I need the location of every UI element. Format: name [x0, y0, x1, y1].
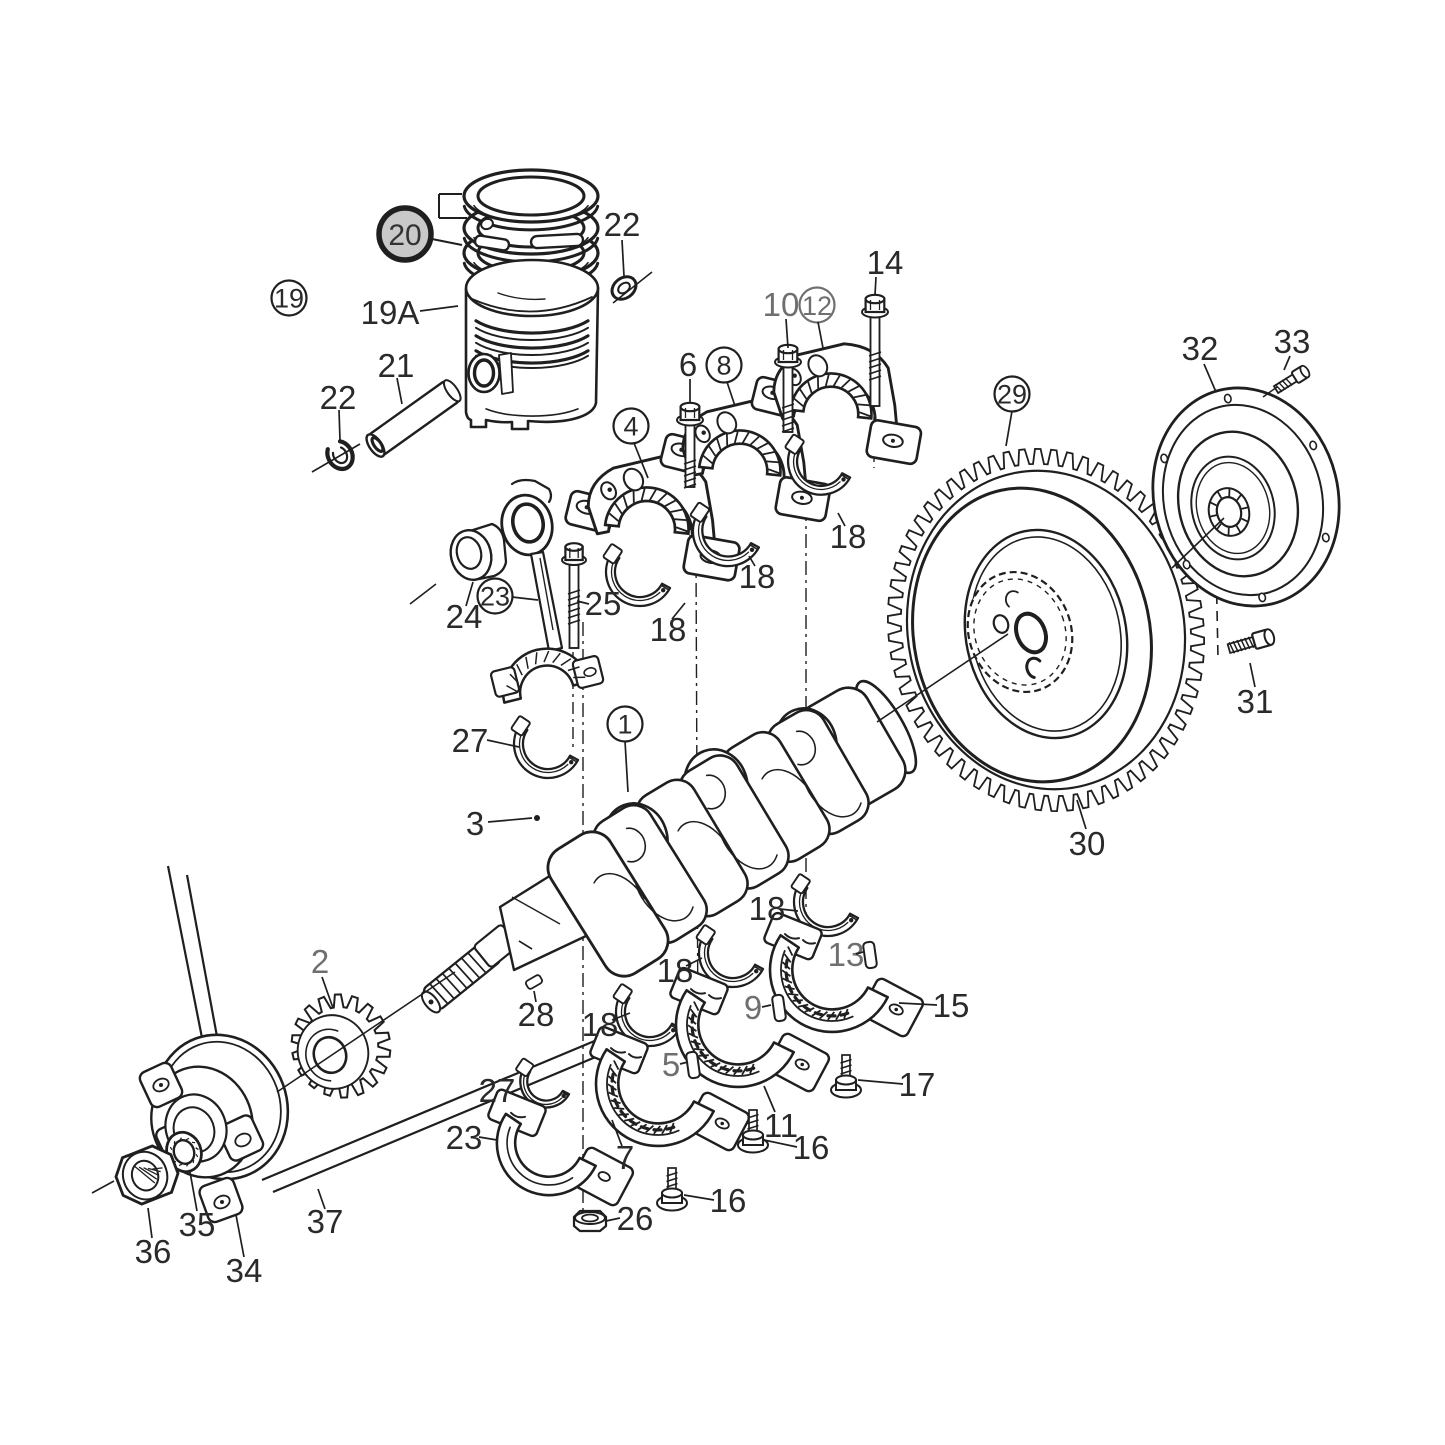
svg-text:28: 28: [518, 996, 555, 1033]
svg-text:12: 12: [802, 291, 832, 321]
svg-text:16: 16: [793, 1129, 830, 1166]
svg-text:19: 19: [274, 284, 304, 314]
svg-text:6: 6: [679, 346, 697, 383]
svg-text:23: 23: [446, 1119, 483, 1156]
svg-text:27: 27: [479, 1072, 516, 1109]
svg-text:3: 3: [466, 805, 484, 842]
svg-text:25: 25: [585, 585, 622, 622]
svg-text:19A: 19A: [361, 294, 420, 331]
svg-text:9: 9: [744, 989, 762, 1026]
svg-text:18: 18: [749, 890, 786, 927]
svg-text:22: 22: [604, 206, 641, 243]
svg-text:18: 18: [582, 1006, 619, 1043]
svg-text:18: 18: [830, 518, 867, 555]
svg-text:26: 26: [617, 1200, 654, 1237]
svg-text:20: 20: [388, 219, 421, 252]
svg-text:37: 37: [307, 1203, 344, 1240]
svg-text:34: 34: [226, 1252, 263, 1289]
svg-text:22: 22: [320, 379, 357, 416]
svg-text:21: 21: [378, 347, 415, 384]
svg-text:17: 17: [899, 1066, 936, 1103]
svg-text:16: 16: [710, 1182, 747, 1219]
svg-text:33: 33: [1274, 323, 1311, 360]
svg-text:35: 35: [179, 1206, 216, 1243]
svg-text:36: 36: [135, 1233, 172, 1270]
svg-text:13: 13: [828, 936, 865, 973]
svg-text:18: 18: [657, 952, 694, 989]
svg-text:2: 2: [311, 943, 329, 980]
svg-text:5: 5: [662, 1046, 680, 1083]
svg-text:11: 11: [764, 1107, 798, 1144]
svg-text:23: 23: [480, 582, 510, 612]
svg-text:32: 32: [1182, 330, 1219, 367]
svg-text:15: 15: [933, 987, 970, 1024]
svg-text:7: 7: [616, 1139, 634, 1176]
svg-text:18: 18: [650, 611, 687, 648]
svg-text:10: 10: [763, 286, 800, 323]
svg-text:24: 24: [446, 598, 483, 635]
svg-text:1: 1: [617, 710, 632, 740]
svg-text:14: 14: [867, 244, 904, 281]
svg-text:31: 31: [1237, 683, 1274, 720]
svg-text:18: 18: [739, 558, 776, 595]
svg-text:30: 30: [1069, 825, 1106, 862]
svg-text:8: 8: [716, 351, 731, 381]
svg-text:29: 29: [997, 380, 1027, 410]
svg-text:27: 27: [452, 722, 489, 759]
svg-text:4: 4: [623, 412, 638, 442]
